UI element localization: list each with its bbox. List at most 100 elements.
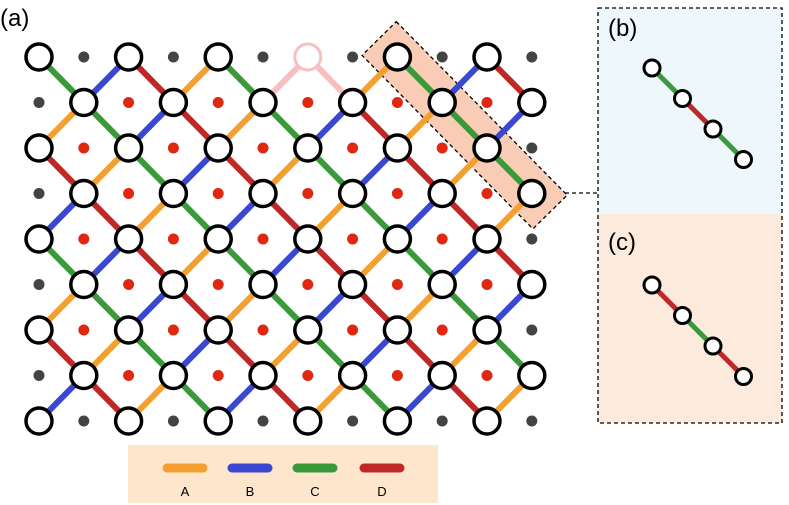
boundary-dot [526, 51, 538, 63]
plaquette-dot [481, 188, 493, 199]
plaquette-dots [33, 51, 538, 427]
qubit-node [113, 406, 144, 436]
plaquette-dot [123, 97, 135, 108]
legend-label-c: C [310, 484, 319, 499]
qubit-node [113, 42, 144, 72]
qubit-node [24, 224, 54, 254]
plaquette-dot [123, 188, 135, 199]
qubit-node [517, 178, 547, 209]
plaquette-dot [78, 324, 90, 336]
panel-label-a: (a) [0, 5, 29, 32]
qubit-node [24, 42, 54, 72]
plaquette-dot [481, 279, 493, 290]
qubit-node [472, 224, 502, 254]
qubit-node [113, 315, 144, 345]
plaquette-dot [391, 370, 403, 381]
plaquette-dot [123, 279, 135, 290]
plaquette-dot [212, 188, 224, 199]
plaquette-dot [391, 97, 403, 108]
plaquette-dot [302, 370, 314, 381]
plaquette-dot [481, 97, 493, 108]
plaquette-dot [436, 233, 448, 245]
qubit-node [69, 269, 99, 300]
side-panels [565, 7, 783, 424]
plaquette-dot [167, 233, 179, 245]
qubit-node [203, 224, 233, 254]
plaquette-dot [123, 370, 135, 381]
qubit-node [427, 360, 457, 391]
qubit-node [337, 360, 368, 391]
plaquette-dot [78, 142, 90, 154]
panel-c-chain-node [703, 336, 723, 356]
boundary-dot [526, 233, 538, 245]
plaquette-dot [167, 324, 179, 336]
qubit-node [337, 87, 368, 118]
plaquette-dot [257, 233, 269, 245]
plaquette-dot [347, 324, 359, 336]
qubit-node [69, 87, 99, 118]
plaquette-dot [391, 279, 403, 290]
qubit-node [293, 406, 323, 436]
qubit-node [293, 315, 323, 345]
qubit-node [337, 178, 368, 209]
qubit-node [24, 315, 54, 345]
boundary-dot [526, 142, 538, 154]
plaquette-dot [212, 370, 224, 381]
panel-c-chain-node [642, 275, 662, 295]
qubit-node [382, 406, 413, 436]
qubit-node [203, 406, 233, 436]
qubit-node [158, 269, 189, 300]
plaquette-dot [391, 188, 403, 199]
qubit-node [248, 269, 278, 300]
panel-c-chain-node [734, 367, 753, 386]
boundary-dot [526, 324, 538, 336]
qubit-node [472, 133, 502, 163]
boundary-dot [33, 279, 45, 290]
plaquette-dot [436, 142, 448, 154]
plaquette-dot [78, 233, 90, 245]
panel-b-chain-node [703, 119, 723, 139]
plaquette-dot [302, 188, 314, 199]
plaquette-dot [212, 279, 224, 290]
qubit-node [427, 87, 457, 118]
boundary-dot [33, 97, 45, 108]
qubit-node [517, 87, 547, 118]
qubit-node [158, 178, 189, 209]
boundary-dot [167, 415, 179, 427]
panel-c-chain-node [673, 306, 692, 325]
plaquette-dot [167, 142, 179, 154]
panel-label-b: (b) [608, 15, 637, 42]
plaquette-dot [302, 279, 314, 290]
boundary-dot [78, 415, 90, 427]
qubit-node [472, 406, 502, 436]
panel-b-bg [598, 8, 782, 214]
panel-b-chain-node [734, 150, 753, 169]
legend-box [128, 445, 438, 503]
plaquette-dot [436, 324, 448, 336]
boundary-dot [526, 415, 538, 427]
panel-b-chain-node [642, 58, 662, 78]
qubit-node [203, 315, 233, 345]
qubit-node [427, 178, 457, 209]
plaquette-dot [212, 97, 224, 108]
panel-frame [597, 7, 783, 424]
plaquette-dot [257, 324, 269, 336]
boundary-dot [436, 51, 448, 63]
ghost-qubit [293, 42, 323, 72]
qubit-nodes [24, 42, 547, 436]
qubit-node [382, 133, 413, 163]
qubit-node [248, 360, 278, 391]
boundary-dot [257, 415, 269, 427]
boundary-dot [33, 370, 45, 381]
qubit-node [293, 133, 323, 163]
qubit-node [24, 133, 54, 163]
qubit-node [382, 224, 413, 254]
plaquette-dot [481, 370, 493, 381]
legend [128, 445, 438, 503]
qubit-node [69, 360, 99, 391]
qubit-node [472, 315, 502, 345]
boundary-dot [347, 415, 359, 427]
qubit-node [158, 87, 189, 118]
legend-label-d: D [377, 484, 386, 499]
